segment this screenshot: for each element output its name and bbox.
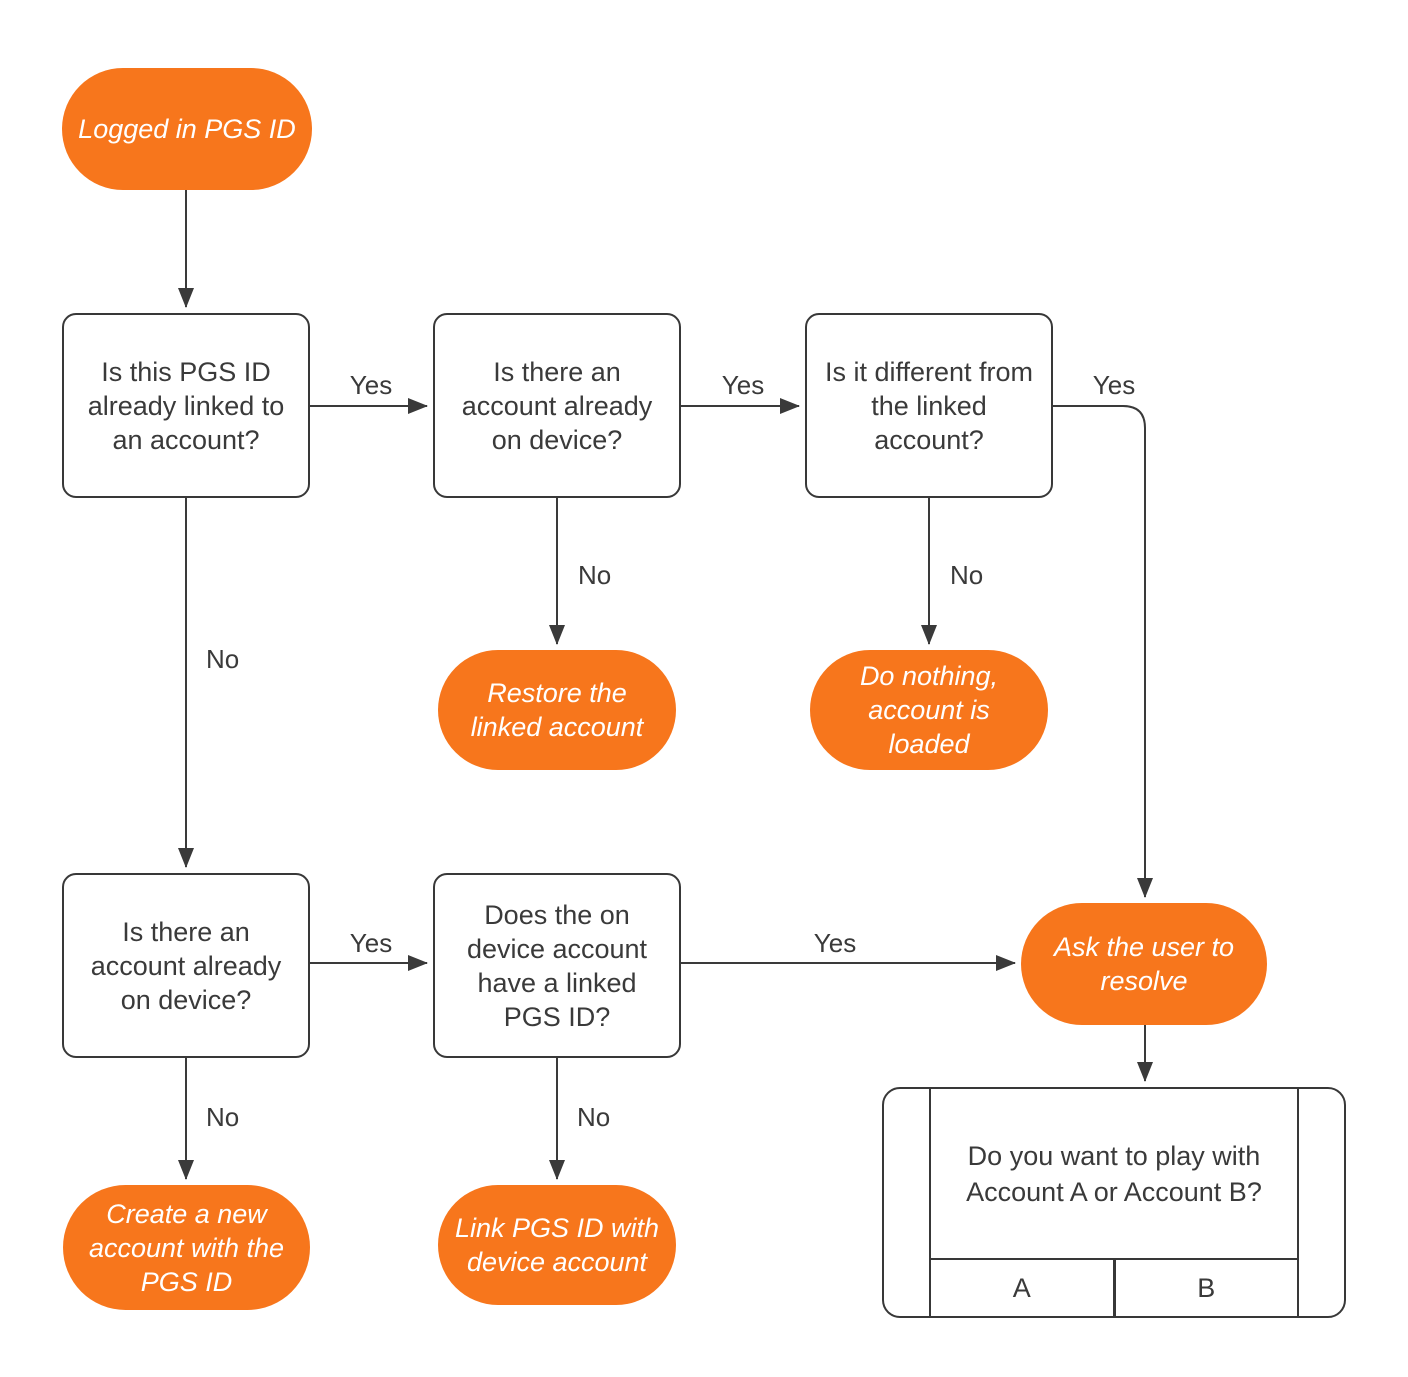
decision-device-account-has-pgs-id: Does the on device account have a linked… (433, 873, 681, 1058)
outcome-create-new-account: Create a new account with the PGS ID (63, 1185, 310, 1310)
label-yes-d4-d5: Yes (350, 928, 392, 958)
dialog-button-account-b: B (1197, 1272, 1216, 1303)
label-no-d3-nothing: No (950, 560, 983, 590)
edge-d3-yes-ask (1053, 405, 1153, 898)
decision-pgs-id-linked: Is this PGS ID already linked to an acco… (62, 313, 310, 498)
outcome-ask-user-to-resolve: Ask the user to resolve (1021, 903, 1267, 1025)
dialog-button-row: A B (931, 1258, 1297, 1316)
label-no-d4-create: No (206, 1102, 239, 1132)
label-yes-d2-d3: Yes (722, 370, 764, 400)
label-yes-d5-ask: Yes (814, 928, 856, 958)
start-node-logged-in-pgs-id: Logged in PGS ID (62, 68, 312, 190)
label-no-d1-d4: No (206, 644, 239, 674)
outcome-restore-linked-account: Restore the linked account (438, 650, 676, 770)
label-no-d5-link: No (577, 1102, 610, 1132)
label-no-d2-restore: No (578, 560, 611, 590)
dialog-prompt-text: Do you want to play with Account A or Ac… (966, 1140, 1262, 1207)
decision-different-from-linked: Is it different from the linked account? (805, 313, 1053, 498)
dialog-account-picker: Do you want to play with Account A or Ac… (929, 1087, 1299, 1318)
dialog-button-account-a: A (931, 1260, 1116, 1316)
label-yes-d1-d2: Yes (350, 370, 392, 400)
outcome-do-nothing: Do nothing, account is loaded (810, 650, 1048, 770)
outcome-link-pgs-id: Link PGS ID with device account (438, 1185, 676, 1305)
decision-account-on-device-bottom: Is there an account already on device? (62, 873, 310, 1058)
label-yes-d3-ask: Yes (1093, 370, 1135, 400)
decision-account-on-device-top: Is there an account already on device? (433, 313, 681, 498)
